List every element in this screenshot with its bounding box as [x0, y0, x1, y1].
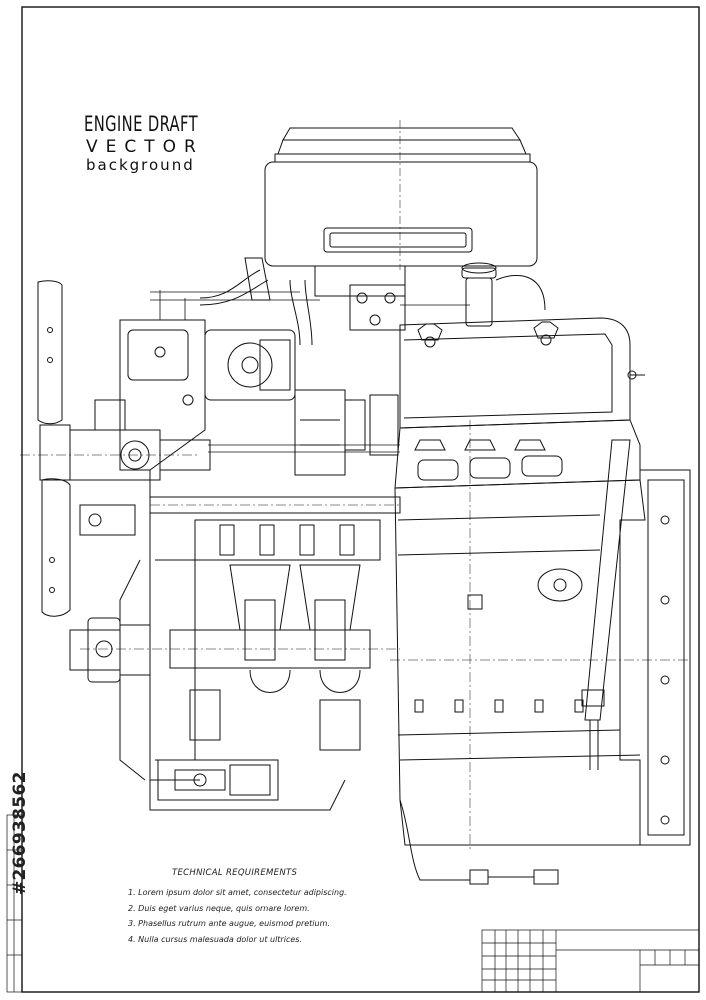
requirement-item: 3. Phasellus rutrum ante augue, euismod … — [128, 919, 330, 928]
requirement-item: 1. Lorem ipsum dolor sit amet, consectet… — [128, 888, 347, 897]
drawing-frame — [21, 6, 700, 993]
engine-block — [390, 420, 690, 850]
dipstick-tube — [581, 439, 631, 770]
drawing-title: ENGINE DRAFT — [84, 112, 198, 136]
oil-filler-cap — [461, 262, 546, 327]
timing-cover — [79, 319, 206, 781]
flywheel-housing — [640, 469, 691, 846]
crankshaft — [80, 559, 400, 761]
oil-pan — [399, 799, 559, 885]
fuel-lines — [150, 290, 470, 453]
carburetor — [199, 257, 406, 346]
title-block — [481, 929, 700, 993]
air-filter — [264, 120, 538, 270]
requirement-item: 4. Nulla cursus malesuada dolor ut ultri… — [128, 934, 302, 944]
valve-cover — [399, 317, 645, 429]
requirement-item: 2. Duis eget varius neque, quis ornare l… — [128, 903, 310, 913]
technical-requirements-heading: TECHNICAL REQUIREMENTS — [172, 868, 298, 878]
drawing-subtitle-vector: VECTOR — [86, 137, 204, 157]
stock-id-watermark: #266938562 — [8, 755, 30, 895]
fan — [20, 280, 200, 617]
distributor — [294, 389, 399, 476]
stock-id-text: #266938562 — [10, 771, 30, 895]
drawing-subtitle-background: background — [86, 156, 195, 174]
technical-requirements-list: 1. Lorem ipsum dolor sit amet, consectet… — [128, 885, 347, 947]
cylinder-head — [394, 419, 641, 489]
crank-pulley — [69, 617, 151, 683]
camshaft — [149, 496, 401, 561]
oil-pump — [149, 759, 346, 811]
binding-strip — [6, 814, 23, 993]
generator — [204, 329, 296, 401]
water-pump — [69, 399, 211, 481]
